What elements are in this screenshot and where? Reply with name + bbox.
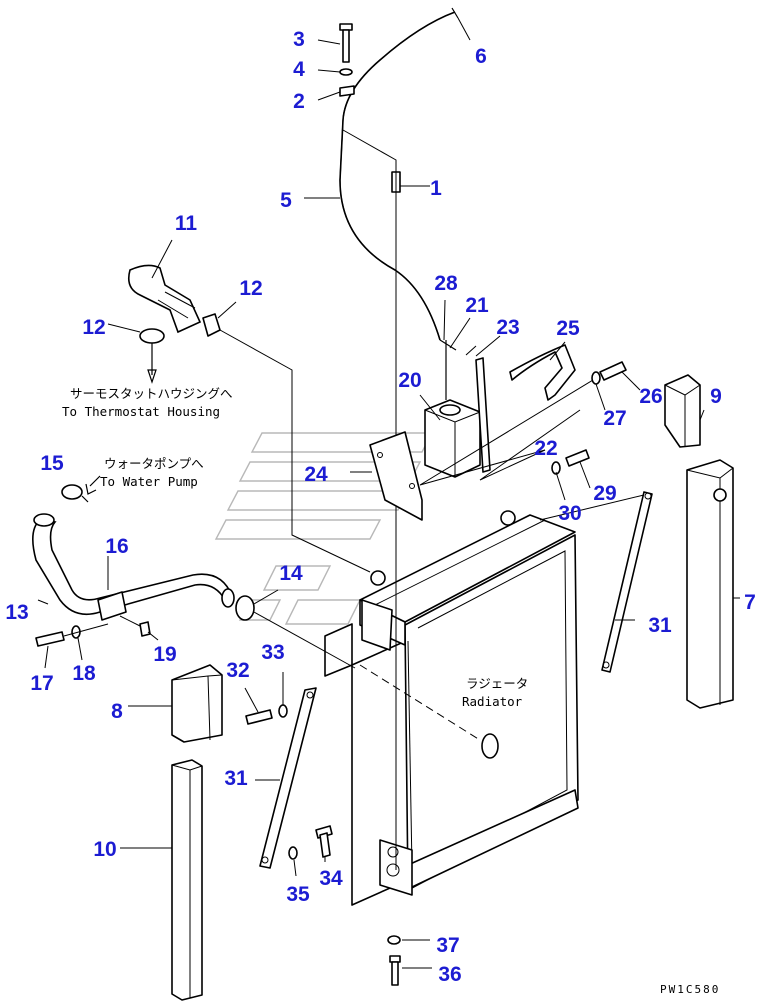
callout-30: 30 [558,502,581,525]
callout-29: 29 [593,482,616,505]
note-thermostat-en: To Thermostat Housing [62,404,220,419]
callout-8: 8 [111,700,123,723]
callout-14: 14 [279,562,303,585]
radiator-assembly [324,510,579,906]
watermark-logo [214,432,434,625]
radiator-cap-icon [500,510,516,526]
note-radiator-en: Radiator [462,694,523,709]
callout-31: 31 [224,767,248,790]
stay-rods [245,491,653,986]
callout-2: 2 [293,90,305,113]
radiator-inlet-pipe-icon [370,570,386,586]
callout-4: 4 [293,58,305,81]
callout-17: 17 [30,672,53,695]
callout-23: 23 [496,316,519,339]
leader-lines [44,17,705,877]
reserve-tank-group [350,339,627,521]
callout-15: 15 [40,452,64,475]
callout-34: 34 [319,867,343,890]
callout-22: 22 [534,437,557,460]
note-water-pump-en: To Water Pump [100,474,198,489]
callout-35: 35 [286,883,310,906]
callout-6: 6 [475,45,487,68]
callout-21: 21 [465,294,489,317]
callout-33: 33 [261,641,284,664]
overflow-hose-group [339,7,459,870]
callout-13: 13 [5,601,28,624]
note-thermostat-jp: サーモスタットハウジングへ [70,386,233,401]
callout-19: 19 [153,643,176,666]
callout-7: 7 [744,591,756,614]
callout-24: 24 [304,463,328,486]
callout-36: 36 [438,963,461,986]
callout-3: 3 [293,28,305,51]
callout-37: 37 [436,934,459,957]
callout-31: 31 [648,614,672,637]
callout-25: 25 [556,317,580,340]
callout-26: 26 [639,385,662,408]
callout-12: 12 [82,316,105,339]
lower-hose-group [32,475,356,669]
callout-28: 28 [434,272,458,295]
callout-20: 20 [398,369,421,392]
note-radiator-jp: ラジェータ [466,676,528,691]
guards-left [120,664,223,1001]
callout-16: 16 [105,535,128,558]
callout-5: 5 [280,189,292,212]
note-water-pump-jp: ウォータポンプへ [104,456,204,471]
guards-right [664,374,740,709]
upper-hose-group [107,264,371,573]
callout-9: 9 [710,385,722,408]
callout-27: 27 [603,407,626,430]
callout-32: 32 [226,659,249,682]
callout-12: 12 [239,277,262,300]
callout-1: 1 [430,177,442,200]
drawing-code: PW1C580 [660,983,720,996]
callout-10: 10 [93,838,116,861]
callout-11: 11 [175,212,198,235]
callout-18: 18 [72,662,96,685]
